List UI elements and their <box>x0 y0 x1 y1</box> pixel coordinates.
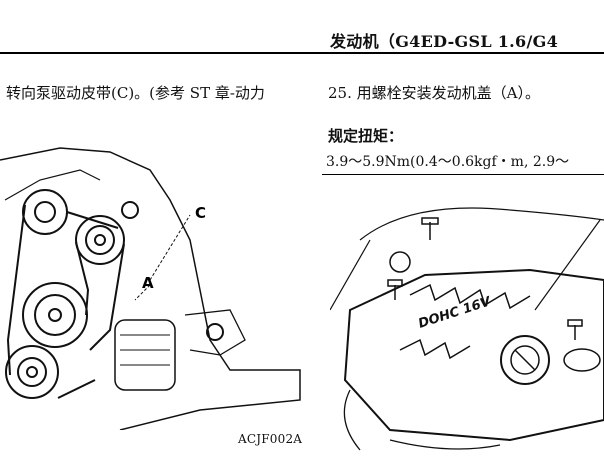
torque-title: 规定扭矩： <box>328 127 404 145</box>
step-text: 25. 用螺栓安装发动机盖（A）。 <box>328 84 540 102</box>
torque-value: 3.9～5.9Nm(0.4～0.6kgf・m, 2.9～ <box>326 154 570 170</box>
callout-c: C <box>195 204 206 222</box>
header-rule <box>0 52 604 54</box>
page-header-title: 发动机（G4ED-GSL 1.6/G4 <box>330 32 559 51</box>
figure-code: ACJF002A <box>238 432 303 446</box>
left-instruction-text: 转向泵驱动皮带(C)。(参考 ST 章-动力 <box>6 84 265 102</box>
belt-illustration: C A <box>0 147 301 430</box>
torque-rule <box>322 174 604 175</box>
cover-lettering: DOHC 16V <box>417 294 494 332</box>
engine-cover-illustration: DOHC 16V <box>330 207 604 451</box>
callout-a: A <box>142 274 154 292</box>
